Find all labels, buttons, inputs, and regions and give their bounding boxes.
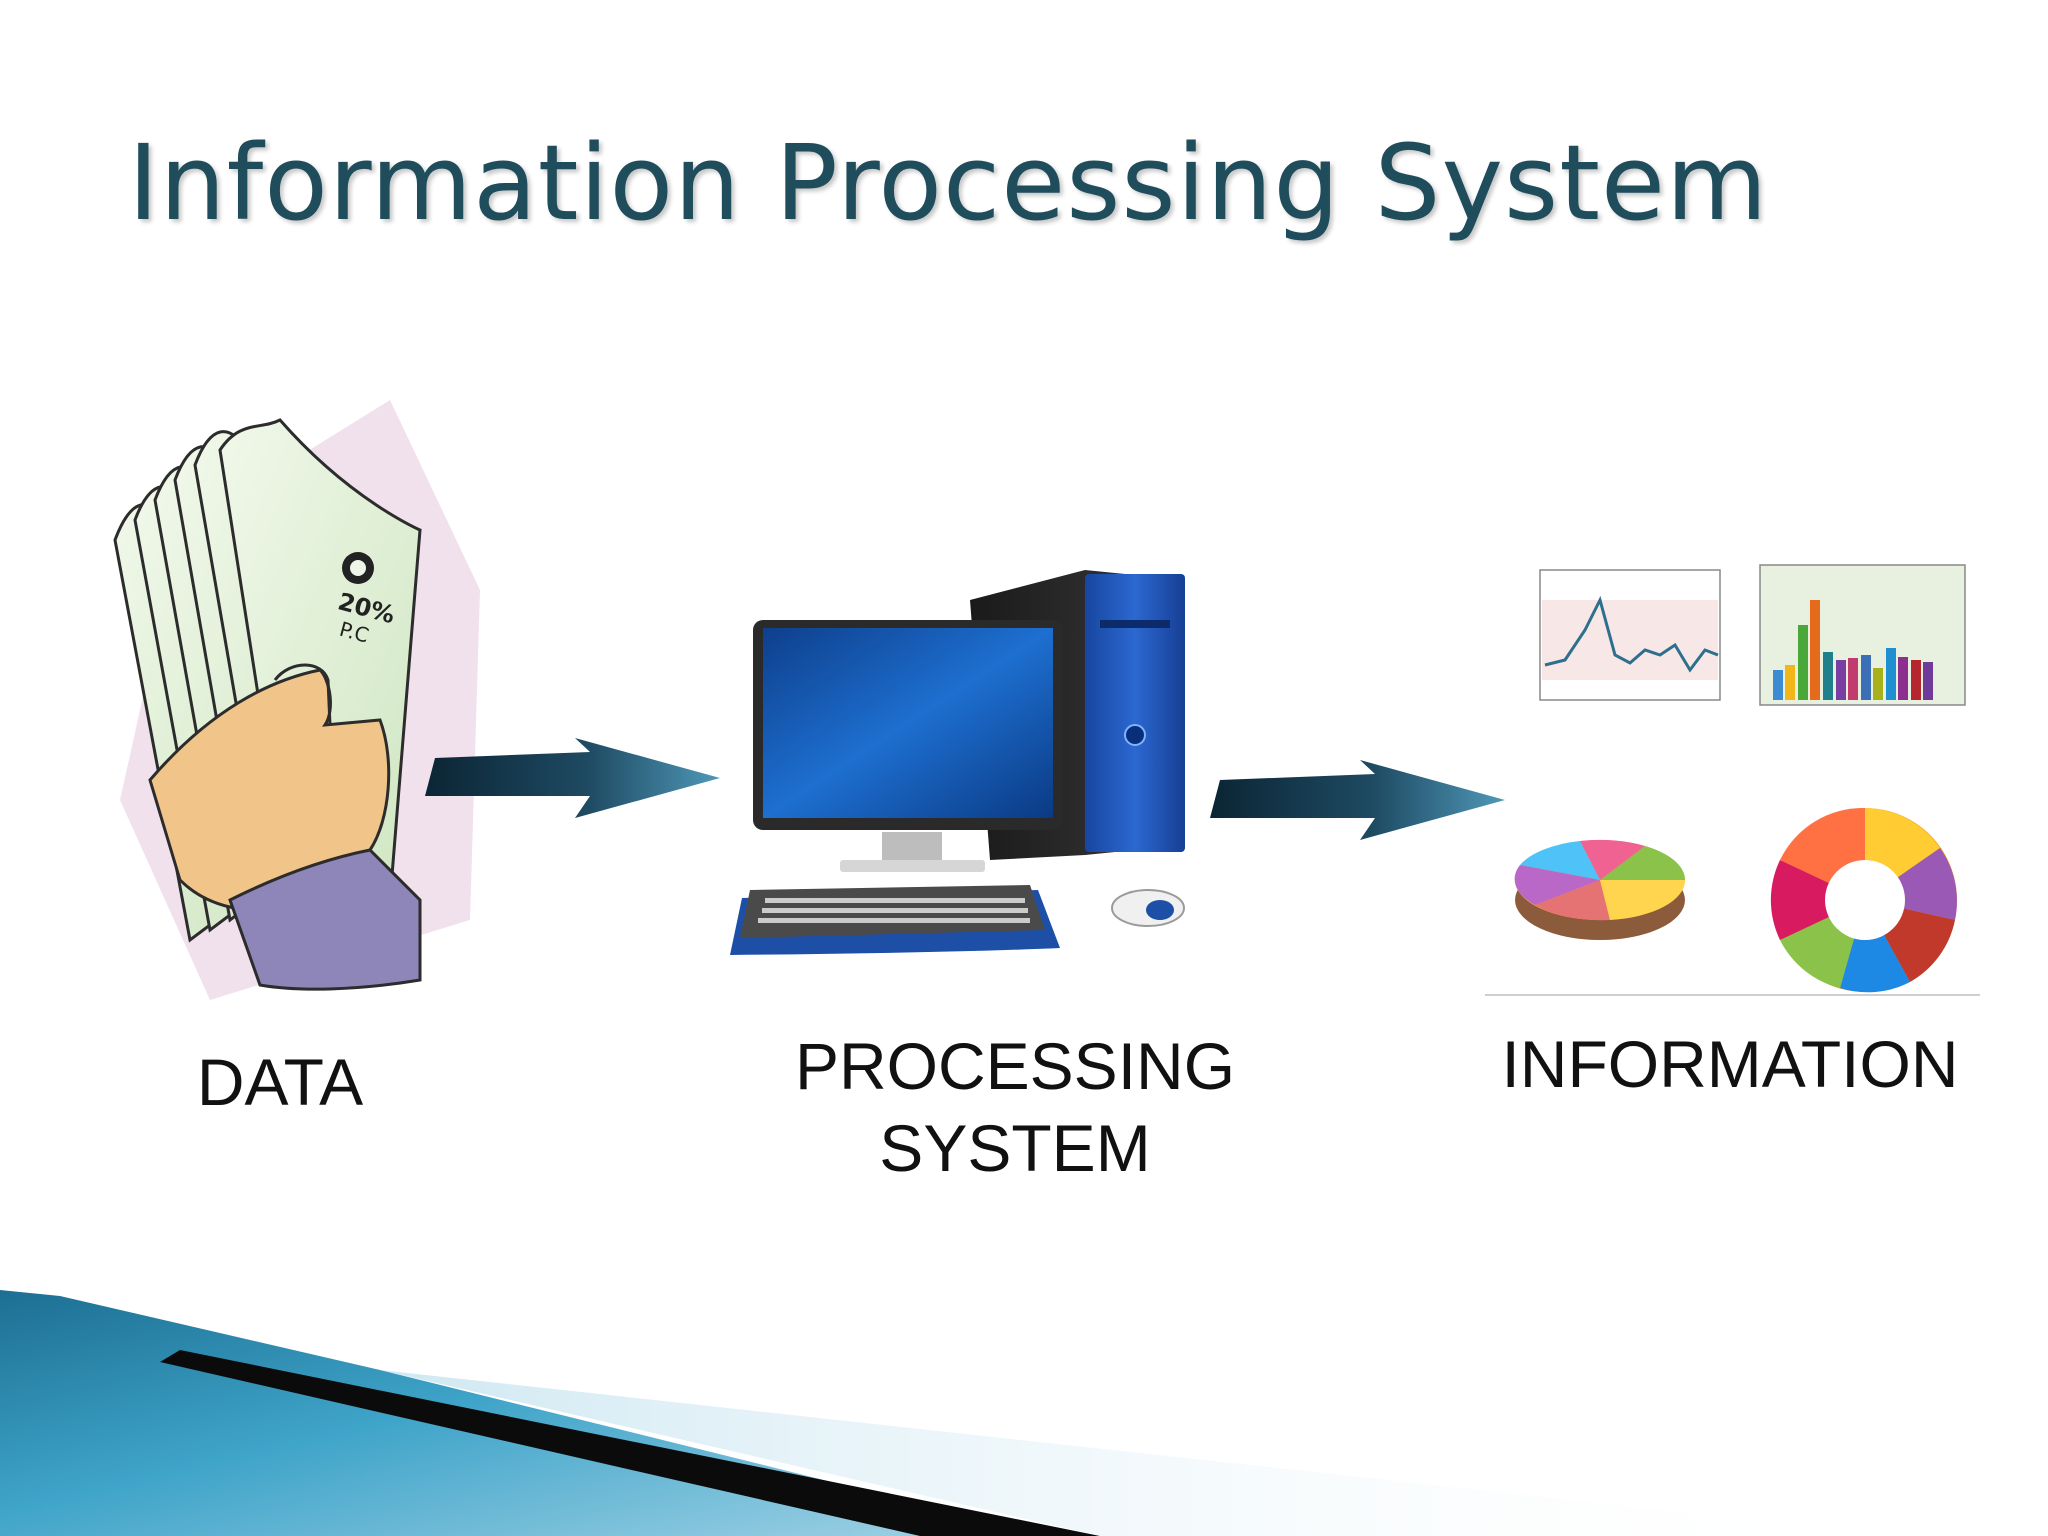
label-processing-system: PROCESSING SYSTEM [740, 1025, 1290, 1189]
label-information: INFORMATION [1501, 1027, 1959, 1101]
label-data: DATA [196, 1045, 364, 1119]
slide-title: Information Processing System [128, 122, 1769, 244]
label-processing-line2: SYSTEM [879, 1111, 1151, 1185]
charts-report-icon [1485, 564, 1980, 996]
label-processing-line1: PROCESSING [794, 1029, 1236, 1103]
arrow-right-icon-2 [1210, 760, 1505, 840]
footer-swoosh [0, 1290, 1900, 1536]
arrow-right-icon-1 [425, 738, 720, 818]
desktop-computer-icon [730, 570, 1185, 955]
papers-in-hand-icon: 20% P.C [113, 400, 480, 1000]
